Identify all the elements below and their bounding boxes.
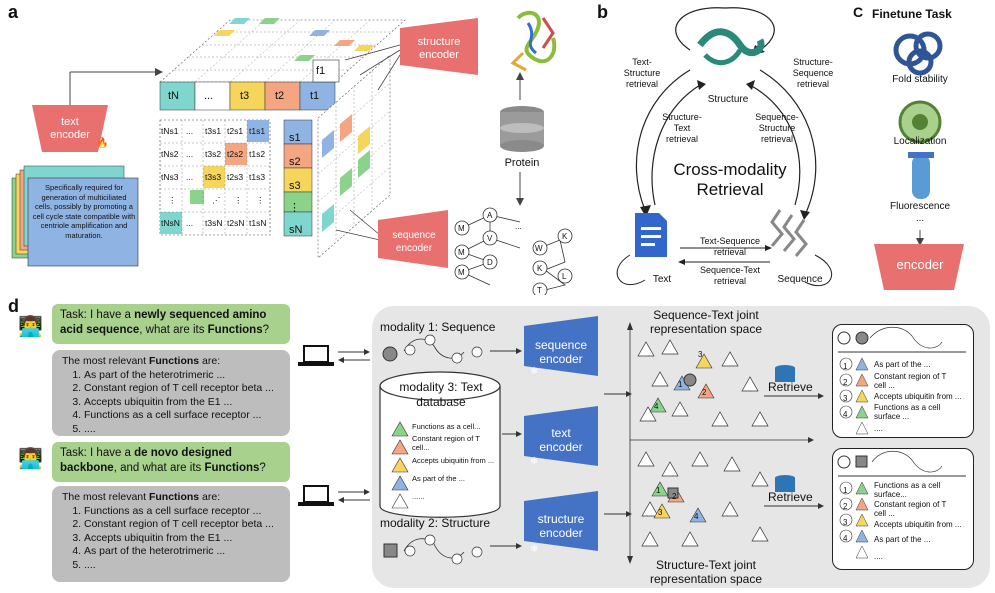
panel-b-graphics <box>616 7 833 287</box>
result-1-5: .... <box>874 424 883 433</box>
panel-label-c: C <box>853 4 864 20</box>
task-bubble-1: Task: I have a newly sequenced amino aci… <box>52 304 290 344</box>
cross-modality-title: Cross-modality Retrieval <box>673 160 787 199</box>
point-label: 3 <box>658 508 663 517</box>
structure-text-space-label: Structure-Text joint representation spac… <box>649 558 763 586</box>
point-label: 4 <box>694 512 699 521</box>
modality-1-label: modality 1: Sequence <box>380 320 496 334</box>
result-2-5: .... <box>874 552 883 561</box>
point-label: 3 <box>698 350 703 359</box>
sequence-encoder-label: sequence encoder <box>392 230 436 254</box>
s-column: s1 s2 s3 ⋮ sN <box>289 132 303 236</box>
result-1-3: Accepts ubiquitin from ... <box>874 392 962 401</box>
result-icons <box>837 326 966 559</box>
panel-a-graphics <box>11 10 573 295</box>
finetune-encoder-label: encoder <box>896 257 944 272</box>
modality-3-label: modality 3: Text database <box>399 380 483 409</box>
result-2-1: Functions as a cell surface... <box>874 481 941 499</box>
text-structure-label: Text- Structure retrieval <box>623 57 661 89</box>
answer-bubble-1: The most relevant Functions are: As part… <box>52 350 290 436</box>
sequence-encoder-blue <box>524 316 598 376</box>
protein-label: Protein <box>504 157 540 169</box>
modality-2-label: modality 2: Structure <box>380 516 491 530</box>
point-label: 4 <box>654 402 659 411</box>
point-label: 1 <box>656 486 661 495</box>
text-encoder-d-label: text encoder <box>539 426 583 454</box>
snowflake-icon: ❄ <box>530 366 539 377</box>
result-1-1: As part of the ... <box>874 360 931 369</box>
structure-encoder-label: structure encoder <box>417 36 461 61</box>
result-1-4: Functions as a cell surface ... <box>874 403 941 421</box>
finetune-encoder-shape <box>874 244 964 290</box>
user-avatar-1: 👨‍💻 <box>18 316 43 338</box>
text-encoder-blue <box>524 406 598 466</box>
text-encoder-label: text encoder <box>50 116 90 141</box>
task-ellipsis: ... <box>915 213 925 224</box>
retrieval-results-2 <box>832 448 974 570</box>
point-label: 2 <box>672 492 677 501</box>
user-avatar-2: 👨‍💻 <box>18 448 43 470</box>
task-fluorescence: Fluorescence <box>889 201 951 212</box>
sequence-text-label: Sequence-Text retrieval <box>699 265 761 286</box>
task-bubble-2: Task: I have a de novo designed backbone… <box>52 442 290 482</box>
retrieval-results-1 <box>832 324 974 438</box>
protein-description: Specifically required for generation of … <box>32 183 136 240</box>
panel-label-b: b <box>597 2 608 22</box>
f1-label: f1 <box>316 65 326 77</box>
point-label: 2 <box>702 388 707 397</box>
panel-c-graphics <box>893 31 943 246</box>
structure-node-label: Structure <box>707 94 749 105</box>
answer-bubble-2: The most relevant Functions are: Functio… <box>52 486 290 582</box>
sequence-node-label: Sequence <box>777 274 823 285</box>
task-fold-stability: Fold stability <box>892 74 948 85</box>
result-2-3: Accepts ubiquitin from ... <box>874 520 962 529</box>
result-2-4: As part of the ... <box>874 535 931 544</box>
snowflake-icon: ❄ <box>530 456 539 467</box>
result-1-2: Constant region of T cell ... <box>874 372 947 390</box>
sequence-encoder-shape <box>378 210 448 268</box>
laptop-connectors <box>298 345 370 506</box>
struct-encoder-label: structure encoder <box>537 512 585 540</box>
retrieve-label-1: Retrieve <box>768 380 813 394</box>
point-label: 1 <box>678 380 683 389</box>
structure-encoder-blue <box>524 491 598 551</box>
laptop-icon <box>298 345 334 366</box>
panel-label-a: a <box>8 2 19 22</box>
structure-encoder-shape <box>400 18 478 75</box>
structure-text-label: Structure- Text retrieval <box>662 112 702 144</box>
fire-icon: 🔥 <box>96 138 109 149</box>
text-encoder-shape <box>32 105 108 152</box>
pipeline-graphics <box>379 316 824 565</box>
text-node-label: Text <box>652 274 672 285</box>
structure-sequence-label: Structure- Sequence retrieval <box>792 57 834 89</box>
sequence-text-space-label: Sequence-Text joint representation space <box>649 308 763 336</box>
retrieve-label-2: Retrieve <box>768 490 813 504</box>
sequence-structure-label: Sequence- Structure retrieval <box>755 112 799 144</box>
panel-label-d: d <box>8 296 19 316</box>
text-sequence-label: Text-Sequence retrieval <box>699 236 761 257</box>
finetune-title: Finetune Task <box>872 7 952 21</box>
task-localization: Localization <box>893 136 947 147</box>
seq-encoder-label: sequence encoder <box>534 338 588 366</box>
result-2-2: Constant region of T cell ... <box>874 500 947 518</box>
snowflake-icon: ❄ <box>530 544 539 555</box>
